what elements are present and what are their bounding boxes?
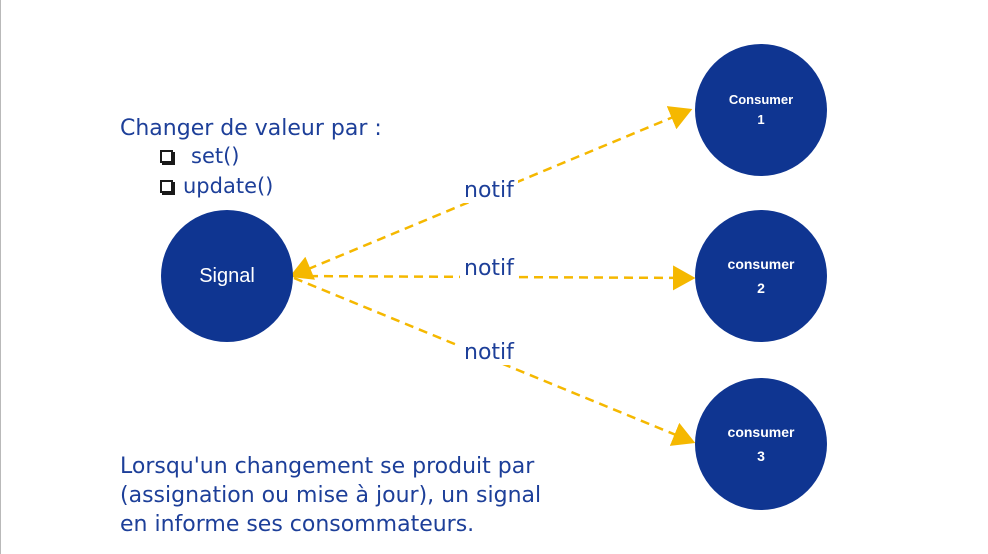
caption-line: Lorsqu'un changement se produit par [120,454,535,479]
method-item-update: update() [160,174,273,198]
notif-label-1: notif [460,178,518,203]
left-border [0,0,1,554]
checkbox-bullet-icon [160,149,173,163]
consumer-label: consumer [727,256,795,272]
heading: Changer de valeur par : [120,116,382,141]
consumer-node-3: consumer 3 [695,378,827,510]
caption: Lorsqu'un changement se produit par (ass… [120,452,640,539]
signal-label: Signal [199,264,255,287]
method-label: update() [183,174,274,198]
consumer-number: 1 [757,112,765,127]
checkbox-bullet-icon [160,179,173,193]
consumer-label: Consumer [728,92,794,107]
consumer-number: 3 [757,448,765,464]
method-item-set: set() [160,144,239,168]
method-label: set() [191,144,240,168]
signal-node: Signal [161,210,293,342]
caption-line: (assignation ou mise à jour), un signal [120,483,542,508]
consumer-number: 2 [757,280,765,296]
consumer-node-1: Consumer 1 [695,44,827,176]
notif-label-2: notif [460,256,518,281]
consumer-node-2: consumer 2 [695,210,827,342]
notif-label-3: notif [460,340,518,365]
caption-line: en informe ses consommateurs. [120,512,475,537]
consumer-label: consumer [727,424,795,440]
